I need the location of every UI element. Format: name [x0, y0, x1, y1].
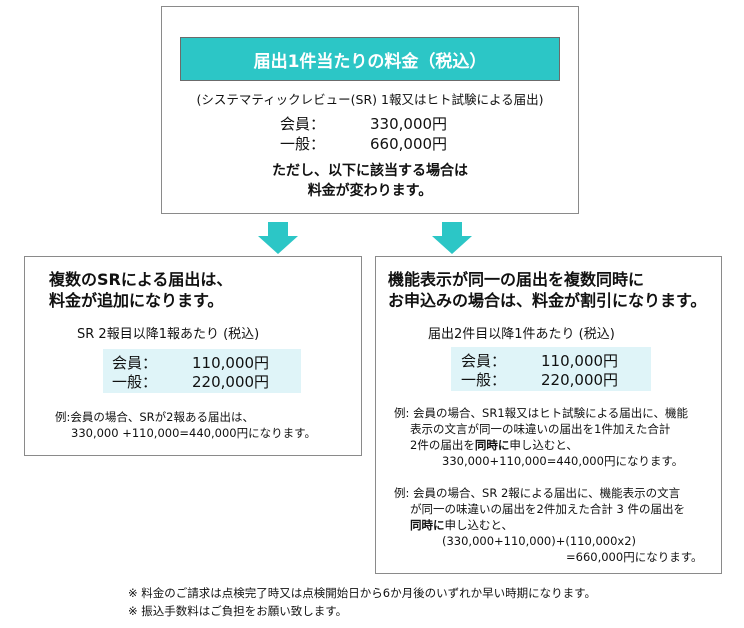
member-label: 会員： [280, 115, 326, 133]
member-value: 110,000円 [192, 354, 270, 372]
footnote-transfer-fee: ※ 振込手数料はご負担をお願い致します。 [128, 604, 348, 618]
member-label: 会員： [461, 352, 507, 370]
down-arrow-icon [432, 222, 472, 254]
general-fee-row: 一般： 660,000円 [162, 133, 578, 154]
multiple-sr-heading: 複数のSRによる届出は、 料金が追加になります。 [49, 270, 233, 310]
member-fee-row: 会員： 330,000円 [162, 113, 578, 134]
general-label: 一般： [461, 371, 507, 389]
discount-subtitle: 届出2件目以降1件あたり (税込) [428, 327, 615, 342]
discount-box: 機能表示が同一の届出を複数同時に お申込みの場合は、料金が割引になります。 届出… [375, 256, 722, 574]
discount-example-1: 例: 会員の場合、SR1報又はヒト試験による届出に、機能 表示の文言が同一の味違… [394, 406, 688, 468]
discount-heading: 機能表示が同一の届出を複数同時に お申込みの場合は、料金が割引になります。 [388, 270, 707, 310]
multiple-sr-box: 複数のSRによる届出は、 料金が追加になります。 SR 2報目以降1報あたり (… [24, 256, 362, 456]
multiple-sr-example: 例:会員の場合、SRが2報ある届出は、 330,000 +110,000=440… [55, 410, 316, 440]
base-fee-note: (システマティックレビュー(SR) 1報又はヒト試験による届出) [196, 92, 544, 107]
general-value: 220,000円 [192, 373, 270, 391]
general-value: 660,000円 [370, 135, 448, 153]
multiple-sr-subtitle: SR 2報目以降1報あたり (税込) [77, 327, 260, 342]
general-label: 一般： [112, 373, 158, 391]
general-fee-row: 一般： 220,000円 [451, 369, 651, 390]
member-fee-row: 会員： 110,000円 [103, 352, 301, 373]
general-label: 一般： [280, 135, 326, 153]
general-value: 220,000円 [541, 371, 619, 389]
discount-example-2: 例: 会員の場合、SR 2報による届出に、機能表示の文言 が同一の味違いの届出を… [394, 486, 703, 564]
general-fee-row: 一般： 220,000円 [103, 371, 301, 392]
down-arrow-icon [258, 222, 298, 254]
discount-fee-box: 会員： 110,000円 一般： 220,000円 [451, 347, 651, 391]
member-label: 会員： [112, 354, 158, 372]
member-value: 110,000円 [541, 352, 619, 370]
base-fee-box: 届出1件当たりの料金（税込） (システマティックレビュー(SR) 1報又はヒト試… [161, 6, 579, 214]
footnote-billing: ※ 料金のご請求は点検完了時又は点検開始日から6か月後のいずれか早い時期になりま… [128, 586, 596, 600]
multiple-sr-fee-box: 会員： 110,000円 一般： 220,000円 [103, 349, 301, 393]
member-value: 330,000円 [370, 115, 448, 133]
base-fee-title: 届出1件当たりの料金（税込） [180, 37, 560, 81]
fee-change-warning: ただし、以下に該当する場合は 料金が変わります。 [272, 163, 468, 199]
member-fee-row: 会員： 110,000円 [451, 350, 651, 371]
